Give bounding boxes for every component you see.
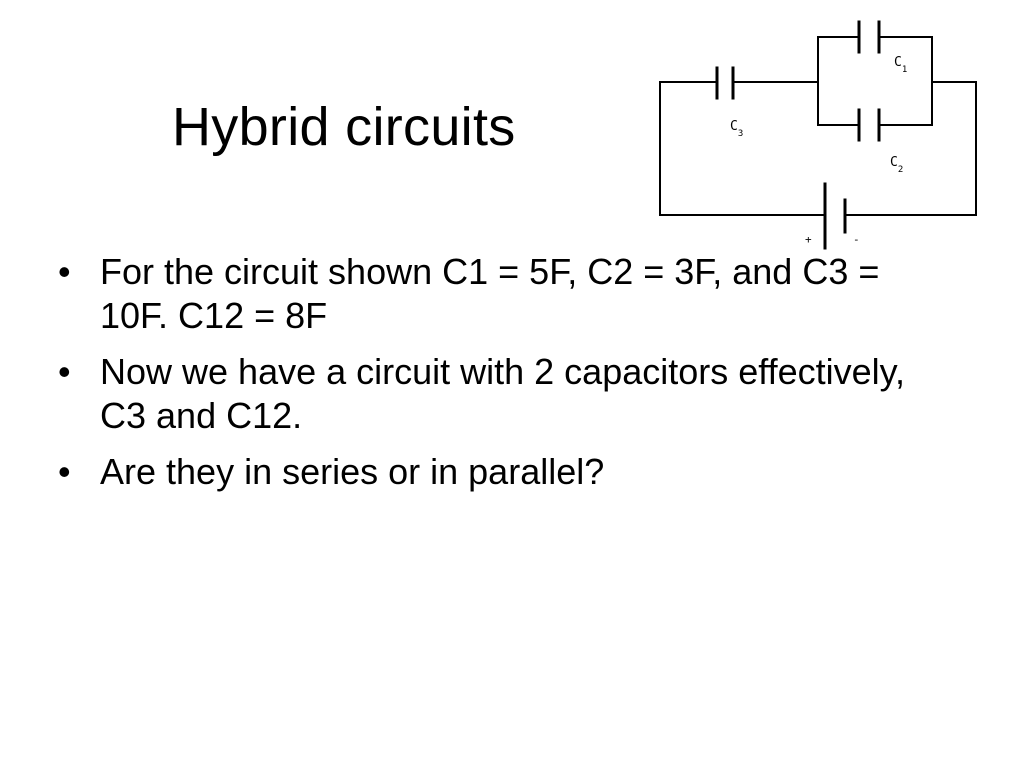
bullet-text: Are they in series or in parallel? [100, 451, 605, 492]
label-c2: C2 [890, 155, 903, 175]
bullet-text: Now we have a circuit with 2 capacitors … [100, 351, 906, 436]
bullet-text: For the circuit shown C1 = 5F, C2 = 3F, … [100, 251, 880, 336]
bullet-marker: • [58, 251, 71, 292]
bullet-list: • For the circuit shown C1 = 5F, C2 = 3F… [58, 250, 938, 506]
battery-plus-sign: + [805, 233, 812, 246]
bullet-item: • For the circuit shown C1 = 5F, C2 = 3F… [58, 250, 938, 338]
label-c3: C3 [730, 119, 743, 139]
circuit-diagram: C1 C2 C3 + - [659, 20, 977, 250]
slide-title: Hybrid circuits [172, 97, 516, 157]
label-c1: C1 [894, 55, 907, 75]
battery-minus-sign: - [853, 233, 860, 246]
bullet-marker: • [58, 351, 71, 392]
bullet-item: • Are they in series or in parallel? [58, 450, 938, 494]
bullet-marker: • [58, 451, 71, 492]
bullet-item: • Now we have a circuit with 2 capacitor… [58, 350, 938, 438]
